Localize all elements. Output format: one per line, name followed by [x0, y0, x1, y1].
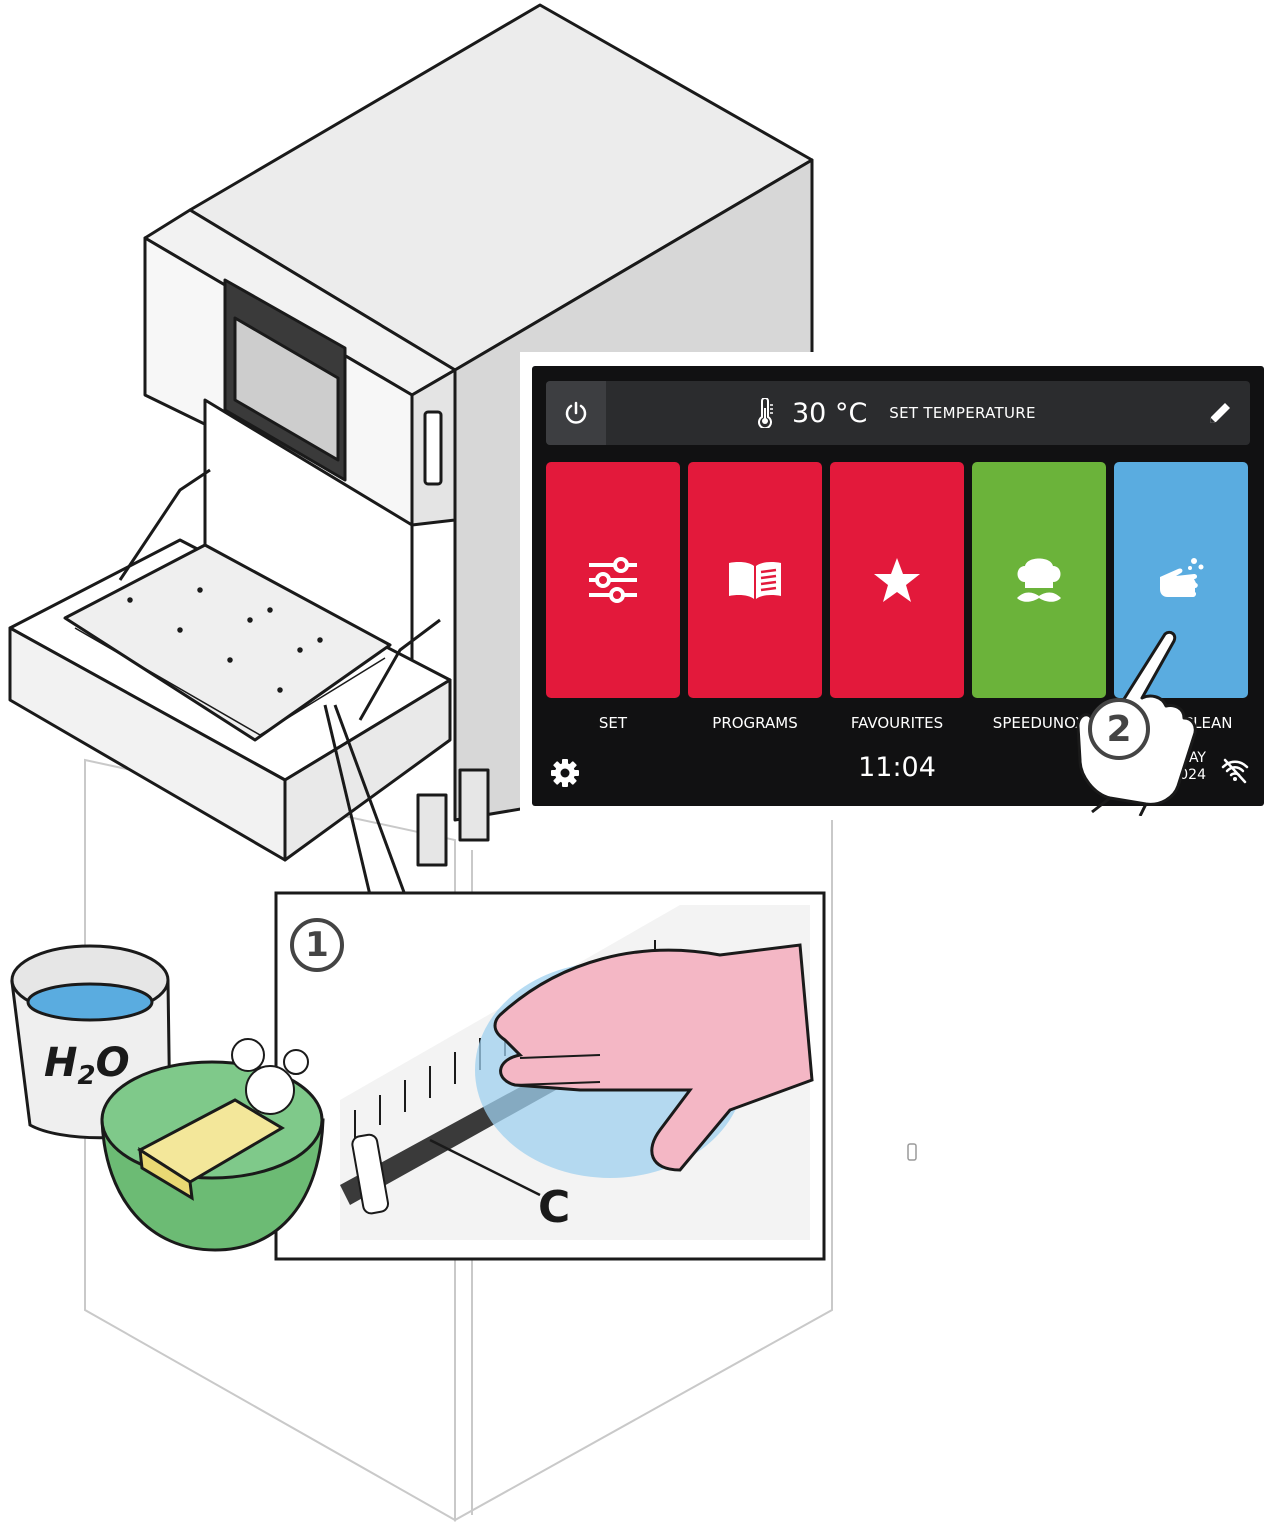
tile-label-programs: PROGRAMS — [712, 714, 798, 732]
step-one-badge: 1 — [290, 918, 344, 972]
sliders-icon — [589, 557, 637, 603]
tile-label-speedunox: SPEEDUNOX — [992, 714, 1086, 732]
soap-basin — [100, 1038, 325, 1252]
tile-label-set: SET — [598, 714, 628, 732]
pencil-icon[interactable] — [1206, 399, 1234, 427]
drawer-grille — [74, 587, 386, 736]
tile-clean[interactable] — [1114, 462, 1248, 698]
touch-screen: 30 °C SET TEMPERATURE — [532, 366, 1264, 816]
tile-favourites[interactable] — [830, 462, 964, 698]
hand-wash-icon — [1160, 558, 1204, 597]
star-icon — [874, 558, 920, 602]
book-icon — [729, 562, 781, 599]
part-c-label: C — [538, 1182, 571, 1233]
power-button[interactable] — [546, 381, 606, 445]
small-usb-mark — [907, 1143, 917, 1161]
tile-speedunox[interactable] — [972, 462, 1106, 698]
header-bar: 30 °C SET TEMPERATURE — [546, 381, 1250, 445]
zoom-callout-lines — [323, 704, 407, 896]
set-temperature-label: SET TEMPERATURE — [889, 404, 1036, 422]
detail-inset — [274, 891, 826, 1261]
tile-set[interactable] — [546, 462, 680, 698]
clock-time: 11:04 — [858, 752, 936, 783]
control-panel-callout: 30 °C SET TEMPERATURE — [520, 352, 1276, 820]
temperature-value: 30 °C — [792, 397, 868, 429]
step-two-number: 2 — [1106, 708, 1132, 750]
power-icon — [565, 401, 587, 424]
wifi-off-icon — [1221, 758, 1249, 784]
settings-gear-icon[interactable] — [550, 758, 580, 788]
tile-label-favourites: FAVOURITES — [850, 714, 944, 732]
thermometer-icon — [758, 398, 773, 428]
chef-icon — [1017, 558, 1061, 602]
bucket-h2o-label: H2O — [44, 1040, 130, 1091]
step-two-badge: 2 — [1088, 698, 1150, 760]
tile-programs[interactable] — [688, 462, 822, 698]
step-one-number: 1 — [305, 925, 329, 965]
temperature-setting[interactable]: 30 °C SET TEMPERATURE — [756, 381, 1036, 445]
